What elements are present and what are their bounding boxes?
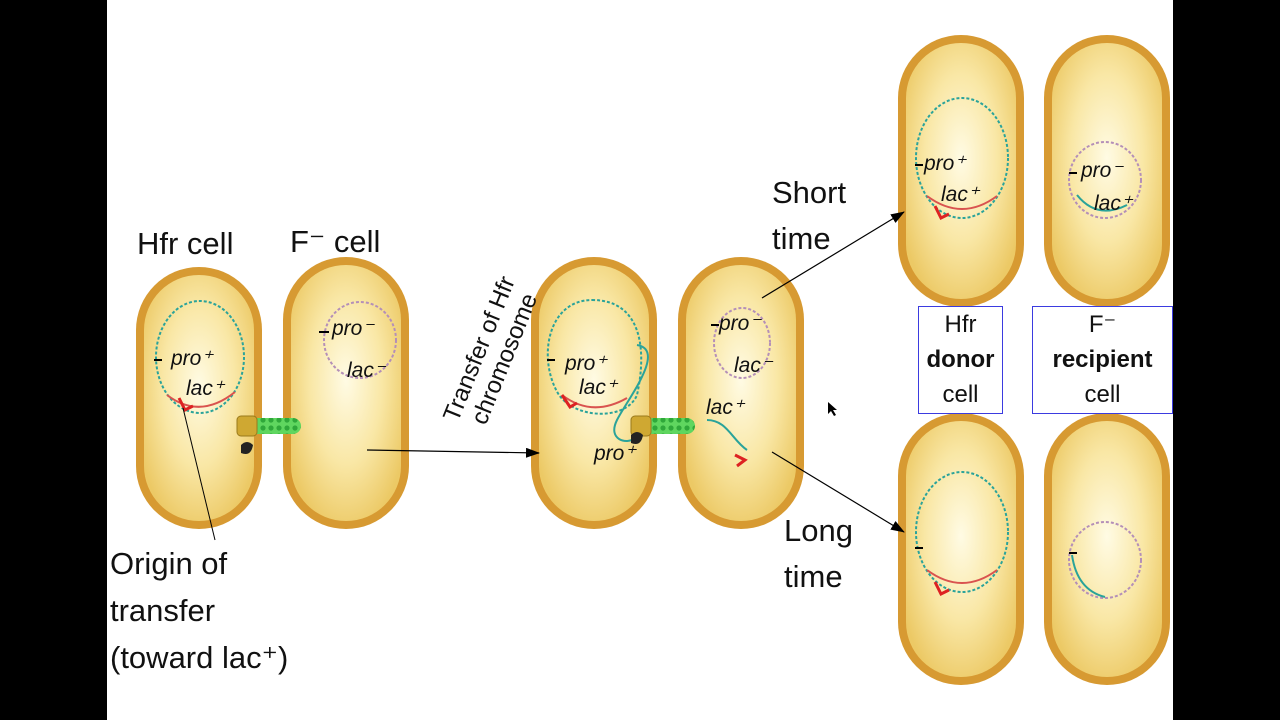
- hfr-donor-short: [898, 35, 1024, 307]
- hfr-donor-long: [898, 413, 1024, 685]
- origin-pointer-line: [182, 407, 216, 541]
- slide: Hfr cell F⁻ cell pro⁺ lac⁺ pro⁻ lac⁻ pro…: [107, 0, 1173, 720]
- hfr-cell-1: [136, 267, 262, 529]
- label-hfr-cell: Hfr cell: [137, 226, 234, 261]
- long-time-line1: Long: [784, 513, 853, 548]
- recipient-box-line1: F⁻: [1088, 311, 1117, 338]
- short-time-label: Short time: [772, 170, 846, 262]
- gene-lac-plus-2: lac⁺: [579, 376, 617, 399]
- gene-pro-plus-1: pro⁺: [171, 347, 213, 370]
- f-minus-chromosome-1: [319, 301, 397, 379]
- gene-lac-minus-2: lac⁻: [734, 354, 772, 377]
- short-time-line2: time: [772, 221, 831, 256]
- donor-long-chromosome: [915, 471, 1009, 597]
- long-time-arrow: [771, 451, 905, 533]
- gene-lac-plus-recipient: lac⁺: [1094, 192, 1132, 215]
- long-time-label: Long time: [784, 508, 853, 600]
- gene-pro-plus-transferring: pro⁺: [594, 442, 636, 465]
- hfr-chromosome-2: [546, 298, 649, 442]
- label-f-minus-cell: F⁻ cell: [290, 224, 381, 259]
- f-minus-recipient-box: F⁻ recipient cell: [1032, 306, 1173, 414]
- recipient-short-chromosome: [1068, 141, 1142, 219]
- hfr-chromosome-1: [154, 300, 245, 414]
- gene-pro-minus-2: pro⁻: [719, 312, 761, 335]
- origin-line3: (toward lac⁺): [110, 640, 289, 675]
- origin-label: Origin of transfer (toward lac⁺): [110, 540, 288, 681]
- recipient-long-chromosome: [1068, 521, 1142, 599]
- gene-lac-plus-transferred: lac⁺: [706, 396, 744, 419]
- f-minus-cell-1: [283, 257, 409, 529]
- gene-lac-plus-1: lac⁺: [186, 377, 224, 400]
- short-time-arrow: [761, 211, 905, 299]
- diagram-canvas: [136, 35, 1170, 685]
- conjugation-bridge-2: [630, 415, 695, 444]
- gene-lac-plus-donor: lac⁺: [941, 183, 979, 206]
- hfr-cell-2: [531, 257, 657, 529]
- gene-lac-minus-1: lac⁻: [347, 359, 385, 382]
- f-minus-chromosome-2: [706, 307, 771, 468]
- hfr-donor-box-line3: cell: [942, 381, 979, 408]
- conjugation-bridge-1: [236, 415, 301, 454]
- origin-line2: transfer: [110, 593, 216, 628]
- f-minus-recipient-short: [1044, 35, 1170, 307]
- long-time-line2: time: [784, 559, 843, 594]
- recipient-box-line2: recipient: [1052, 346, 1153, 373]
- hfr-donor-box: Hfr donor cell: [918, 306, 1003, 414]
- gene-pro-minus-1: pro⁻: [332, 317, 374, 340]
- donor-short-chromosome: [915, 97, 1009, 221]
- f-minus-cell-2: [678, 257, 804, 529]
- hfr-donor-box-line2: donor: [926, 346, 995, 373]
- short-time-line1: Short: [772, 175, 847, 210]
- recipient-box-line3: cell: [1084, 381, 1121, 408]
- transfer-label: Transfer of Hfr chromosome: [412, 255, 552, 429]
- hfr-donor-box-line1: Hfr: [944, 311, 977, 338]
- origin-line1: Origin of: [110, 546, 228, 581]
- gene-pro-plus-donor: pro⁺: [924, 152, 966, 175]
- mouse-cursor-icon: [828, 402, 837, 416]
- gene-pro-plus-2: pro⁺: [565, 352, 607, 375]
- transfer-arrow: [366, 447, 540, 458]
- gene-pro-minus-recipient: pro⁻: [1081, 159, 1123, 182]
- f-minus-recipient-long: [1044, 413, 1170, 685]
